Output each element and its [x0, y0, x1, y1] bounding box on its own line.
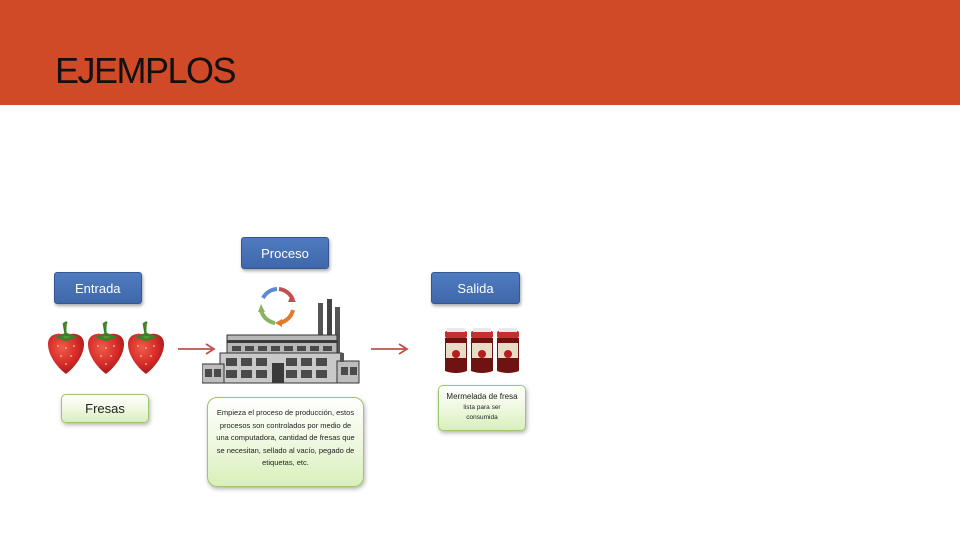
- strawberries: [48, 320, 164, 374]
- input-box: Fresas: [61, 394, 149, 423]
- salida-label: Salida: [457, 280, 494, 296]
- jam-jar-icon: [445, 328, 467, 373]
- input-name: Fresas: [85, 401, 125, 416]
- process-description-box: Empieza el proceso de producción, estos …: [207, 397, 364, 487]
- salida-box: Salida: [431, 272, 520, 304]
- arrow-right-icon: [371, 343, 409, 355]
- jam-jar-icon: [497, 328, 519, 373]
- proceso-box: Proceso: [241, 237, 329, 269]
- entrada-label: Entrada: [75, 280, 121, 296]
- jam-jar-icon: [471, 328, 493, 373]
- strawberry-icon: [88, 320, 124, 374]
- jam-jars: [445, 328, 519, 373]
- strawberry-icon: [128, 320, 164, 374]
- output-subtitle: lista para ser consumida: [463, 404, 501, 421]
- strawberry-icon: [48, 320, 84, 374]
- proceso-label: Proceso: [261, 245, 309, 261]
- output-box: Mermelada de fresa lista para ser consum…: [438, 385, 526, 431]
- slide-title: EJEMPLOS: [55, 50, 237, 91]
- process-description: Empieza el proceso de producción, estos …: [216, 408, 355, 467]
- entrada-box: Entrada: [54, 272, 142, 304]
- output-title: Mermelada de fresa: [446, 392, 518, 401]
- factory-icon: [202, 299, 360, 384]
- arrow-right-icon: [178, 343, 216, 355]
- header-bar: [0, 0, 960, 105]
- cycle-icon: [258, 287, 296, 327]
